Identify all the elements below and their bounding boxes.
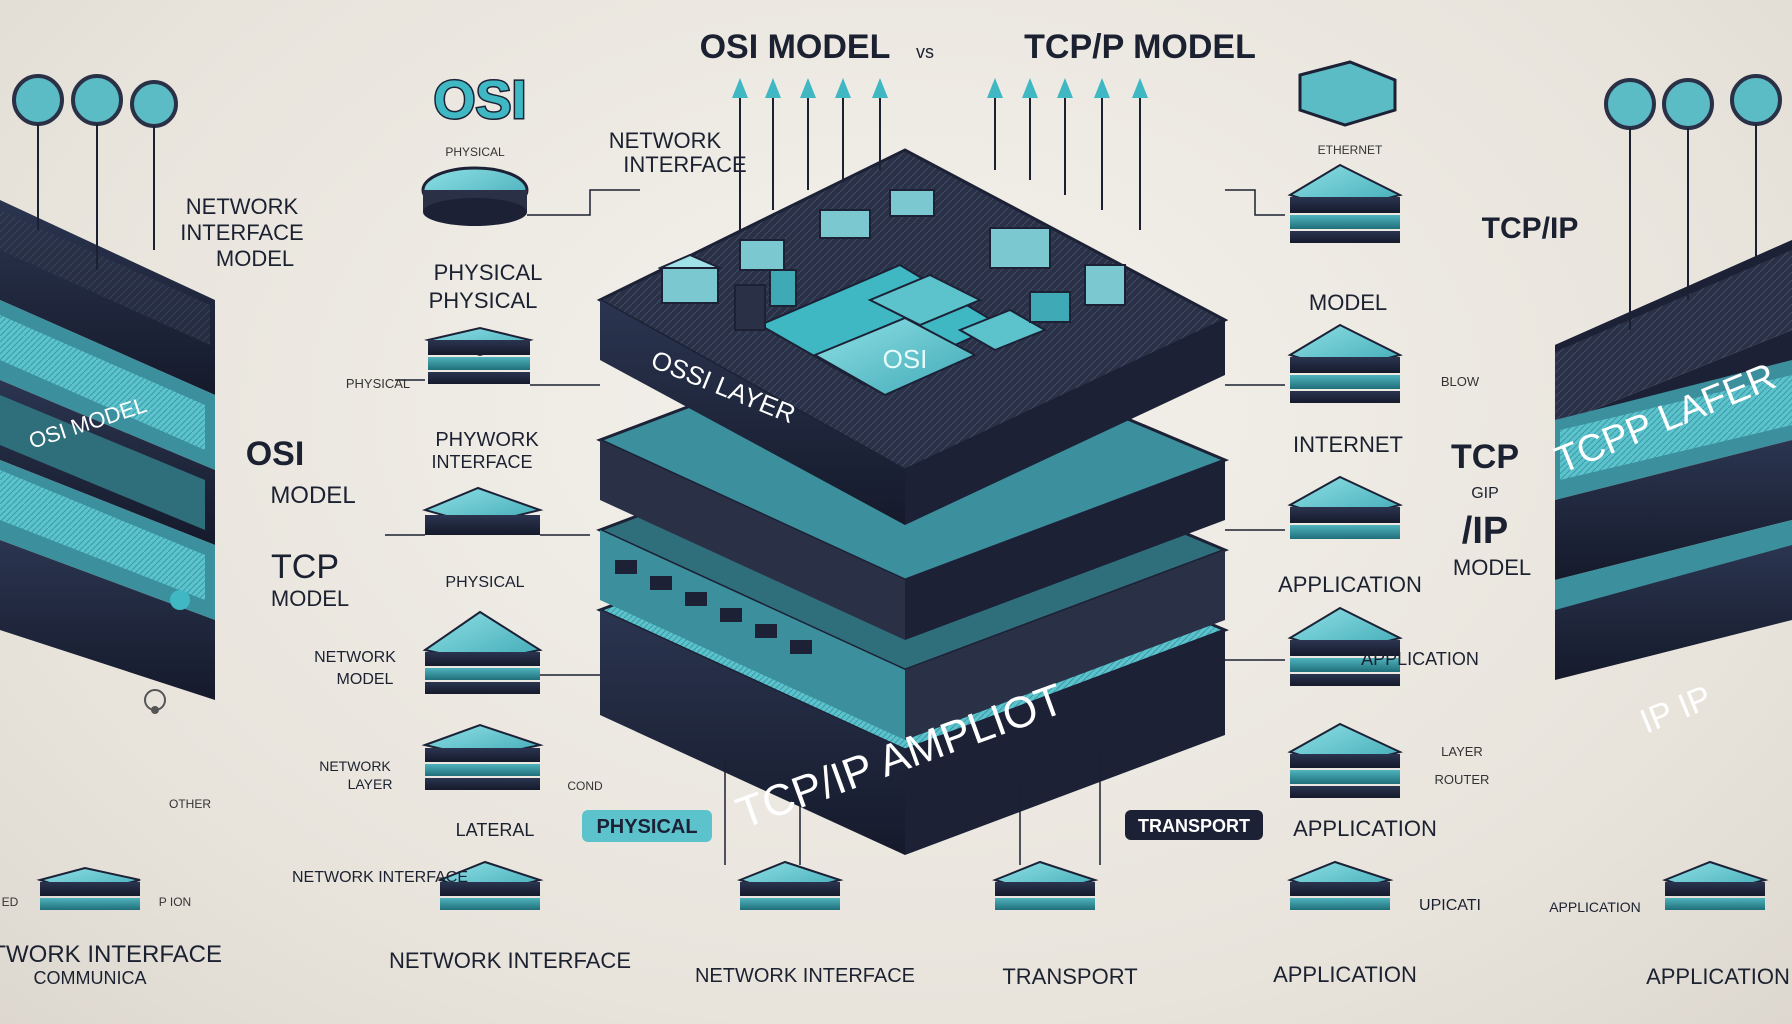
bottom-label-0: NETWORK INTERFACE — [292, 869, 468, 886]
rc-small-3: UPICATI — [1419, 897, 1481, 914]
bottom-label-5: APPLICATION — [1646, 964, 1790, 989]
bottom-stacks — [36, 750, 1769, 910]
rp-slab-label-2: IP IP — [1635, 678, 1717, 741]
lc-small-physical: PHYSICAL — [346, 376, 410, 391]
lc-physical-2: PHYSICAL — [429, 288, 538, 313]
rc-model: MODEL — [1309, 290, 1387, 315]
right-round-icons — [1604, 74, 1782, 330]
left-tcp-model-text: MODEL — [271, 586, 349, 611]
lc-physical-1: PHYSICAL — [434, 260, 543, 285]
rp-gip-text: GIP — [1471, 485, 1499, 502]
central-stack — [596, 148, 1230, 855]
left-osi-text: OSI — [246, 435, 305, 473]
rp-model-text: MODEL — [1453, 555, 1531, 580]
left-model-label: MODEL — [216, 246, 294, 271]
center-block-label: OSI — [883, 344, 928, 374]
physical-tag-bg — [582, 810, 712, 842]
bottom-label-3: TRANSPORT — [1002, 964, 1137, 989]
title-group: OSI MODEL vs TCP/P MODEL — [700, 28, 1256, 66]
rc-application-2: APPLICATION — [1361, 649, 1479, 669]
top-arrowheads — [732, 78, 1148, 98]
rc-small-2: LAYER — [1441, 744, 1483, 759]
bottom-label-4: APPLICATION — [1273, 962, 1417, 987]
left-round-icons — [12, 74, 178, 270]
lc-phywork-2: INTERFACE — [431, 452, 532, 472]
rc-small-4: ROUTER — [1435, 772, 1490, 787]
left-small-1: OTHER — [169, 797, 211, 811]
osi-badge: OSI — [433, 70, 526, 130]
lc-lateral: LATERAL — [456, 820, 535, 840]
title-osi: OSI MODEL — [700, 28, 891, 66]
left-osi-model-text: MODEL — [270, 482, 355, 509]
right-perspective-stack — [1555, 240, 1792, 680]
lc-phywork-1: PHYWORK — [435, 429, 539, 451]
title-vs: vs — [916, 42, 934, 62]
title-tcpip: TCP/P MODEL — [1024, 28, 1256, 66]
left-interface-label: INTERFACE — [180, 220, 303, 245]
rp-ip-text: /IP — [1462, 510, 1508, 552]
right-column-stacks — [1225, 60, 1403, 798]
lc-small-bottom: COND — [567, 779, 603, 793]
center-interface-label: INTERFACE — [623, 152, 746, 177]
left-perspective-stack — [0, 200, 215, 714]
transport-tag-bg — [1125, 810, 1263, 840]
rc-internet: INTERNET — [1293, 432, 1403, 457]
lc-small-top: PHYSICAL — [445, 145, 505, 159]
left-small-3: ED — [2, 895, 19, 909]
bottom-label-1: NETWORK INTERFACE — [389, 948, 631, 973]
rc-small-1: BLOW — [1441, 374, 1480, 389]
transport-tag: TRANSPORT — [1138, 816, 1250, 836]
lc-network-model-1: NETWORK — [314, 649, 396, 666]
left-column-stacks — [385, 166, 640, 790]
rp-tcpip: TCP/IP — [1482, 212, 1579, 245]
physical-tag: PHYSICAL — [596, 816, 697, 838]
rc-application-1: APPLICATION — [1278, 572, 1422, 597]
left-network-label: NETWORK — [186, 194, 299, 219]
lc-network-model-2: MODEL — [337, 671, 394, 688]
bottom-label-2: NETWORK INTERFACE — [695, 965, 915, 987]
rc-small-top: ETHERNET — [1318, 143, 1383, 157]
lc-network-layer-1: NETWORK — [319, 758, 391, 774]
top-arrows — [739, 90, 1141, 230]
rc-application-3: APPLICATION — [1293, 816, 1437, 841]
rp-application-small: APPLICATION — [1549, 899, 1641, 915]
center-network-label: NETWORK — [609, 128, 722, 153]
lc-pthypal: PHYSICAL — [445, 574, 524, 591]
rp-tcp-text: TCP — [1451, 438, 1519, 476]
left-bottom-caption-2: COMMUNICA — [34, 968, 147, 988]
left-bottom-caption-1: NETWORK INTERFACE — [0, 941, 222, 968]
lc-network-layer-2: LAYER — [348, 776, 393, 792]
left-small-2: P ION — [159, 895, 191, 909]
left-tcp-text: TCP — [271, 548, 339, 586]
